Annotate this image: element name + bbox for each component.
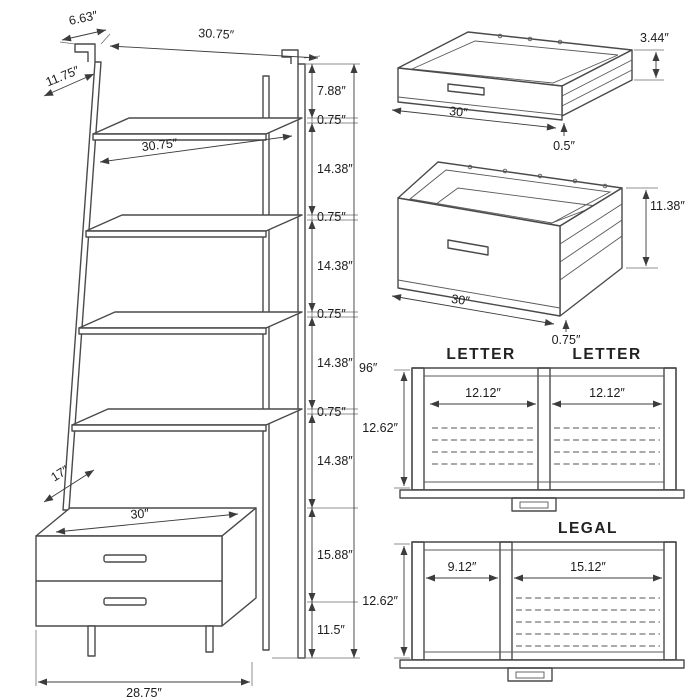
- dim-legal-depth: 12.62″: [362, 594, 398, 608]
- dim-letter-right-width: 12.12″: [589, 386, 625, 400]
- shallow-drawer-drawing: [397, 31, 633, 121]
- drawer-handle-bottom: [103, 597, 147, 606]
- dim-letter-depth: 12.62″: [362, 421, 398, 435]
- legal-dimensions: 12.62″ 9.12″ 15.12″: [362, 543, 662, 659]
- left-rail: [62, 61, 102, 511]
- deep-drawer-dimensions: 11.38″ 30″ 0.75″: [391, 187, 685, 347]
- dim-leg-height: 11.5″: [317, 623, 345, 637]
- legal-heading: LEGAL: [558, 520, 618, 537]
- dim-overall-height: 96″: [359, 361, 378, 375]
- dim-bracket-depth: 6.63″: [68, 8, 100, 28]
- legal-file-layout: LEGAL 12.62″ 9.12″ 15.12″: [362, 520, 685, 682]
- drawer-handle: [447, 239, 489, 256]
- cabinet-leg-right: [205, 625, 214, 653]
- cabinet-leg-left: [87, 625, 96, 657]
- shelf-2: [85, 214, 303, 238]
- back-right-rail: [297, 63, 306, 659]
- dim-top-gap: 7.88″: [317, 84, 346, 98]
- drawer-handle: [511, 497, 557, 512]
- dim-legal-right-width: 15.12″: [570, 560, 606, 574]
- dim-shelf-thickness: 0.75″: [317, 113, 346, 127]
- dim-shelf-thickness: 0.75″: [317, 307, 346, 321]
- drawer-front-edge: [399, 489, 685, 499]
- dim-drawer-deep-width: 30″: [450, 292, 471, 308]
- dim-letter-left-width: 12.12″: [465, 386, 501, 400]
- dim-shelf-spacing: 14.38″: [317, 454, 353, 468]
- dim-legal-left-width: 9.12″: [448, 560, 477, 574]
- dim-cabinet-width: 30″: [130, 506, 150, 522]
- front-right-rail: [262, 75, 270, 651]
- shelf-4: [71, 408, 303, 432]
- drawer-handle-top: [103, 554, 147, 563]
- dim-shelf-spacing: 14.38″: [317, 162, 353, 176]
- dim-shelf-spacing: 14.38″: [317, 259, 353, 273]
- shelf-3: [78, 311, 303, 335]
- dim-drawer-deep-bottom: 0.75″: [552, 333, 581, 347]
- drawer-cabinet: [35, 507, 257, 657]
- letter-dimensions: 12.62″ 12.12″ 12.12″: [362, 369, 662, 489]
- shelf-1: [92, 117, 303, 141]
- shallow-drawer-dimensions: 3.44″ 30″ 0.5″: [391, 31, 669, 153]
- dim-shelf-thickness: 0.75″: [317, 210, 346, 224]
- dim-drawer-shallow-bottom: 0.5″: [553, 139, 575, 153]
- drawer-handle: [447, 83, 485, 96]
- dim-shelf-width: 30.75″: [141, 136, 179, 154]
- letter-heading-left: LETTER: [446, 346, 515, 363]
- drawer-handle: [507, 667, 553, 682]
- dim-cabinet-height: 15.88″: [317, 548, 353, 562]
- letter-heading-right: LETTER: [572, 346, 641, 363]
- dim-shelf-thickness: 0.75″: [317, 405, 346, 419]
- left-bracket: [74, 43, 96, 62]
- deep-drawer-drawing: [397, 161, 623, 317]
- dim-drawer-shallow-width: 30″: [449, 104, 469, 120]
- letter-file-layout: LETTER LETTER 12.62″ 12.12″ 12.12″: [362, 346, 685, 512]
- drawer-front-edge: [399, 659, 685, 669]
- dim-side-depth: 11.75″: [44, 63, 82, 89]
- dim-top-width: 30.75″: [198, 26, 235, 42]
- dim-drawer-deep-height: 11.38″: [650, 199, 685, 213]
- dim-drawer-shallow-height: 3.44″: [640, 31, 669, 45]
- dim-shelf-spacing: 14.38″: [317, 356, 353, 370]
- dim-base-width: 28.75″: [126, 686, 162, 700]
